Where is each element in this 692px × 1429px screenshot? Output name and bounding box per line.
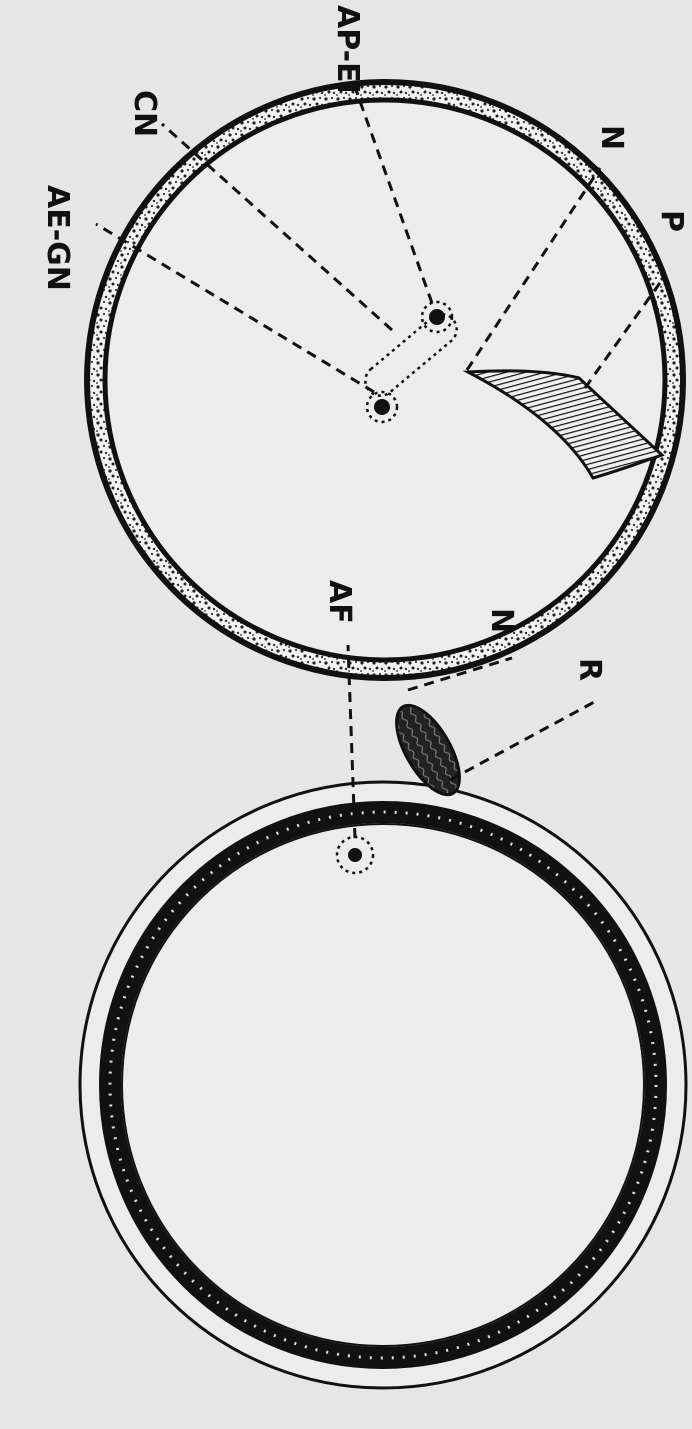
bottom-lumen (122, 824, 644, 1346)
dot-lower (374, 399, 390, 415)
label-p: P (654, 210, 689, 232)
label-cn: CN (127, 90, 162, 137)
top-figure: AE-GN CN AP-EI N P (40, 5, 689, 678)
leader-r (450, 700, 598, 780)
label-n-bottom: N (484, 608, 519, 633)
label-ap: AP-EI (330, 5, 365, 94)
dot-upper (429, 309, 445, 325)
dot-af (348, 848, 362, 862)
label-ae: AE-GN (40, 185, 75, 291)
bottom-figure: AF N R (80, 580, 686, 1388)
label-r: R (572, 658, 607, 681)
label-n-top: N (594, 125, 629, 150)
label-af: AF (322, 580, 357, 624)
